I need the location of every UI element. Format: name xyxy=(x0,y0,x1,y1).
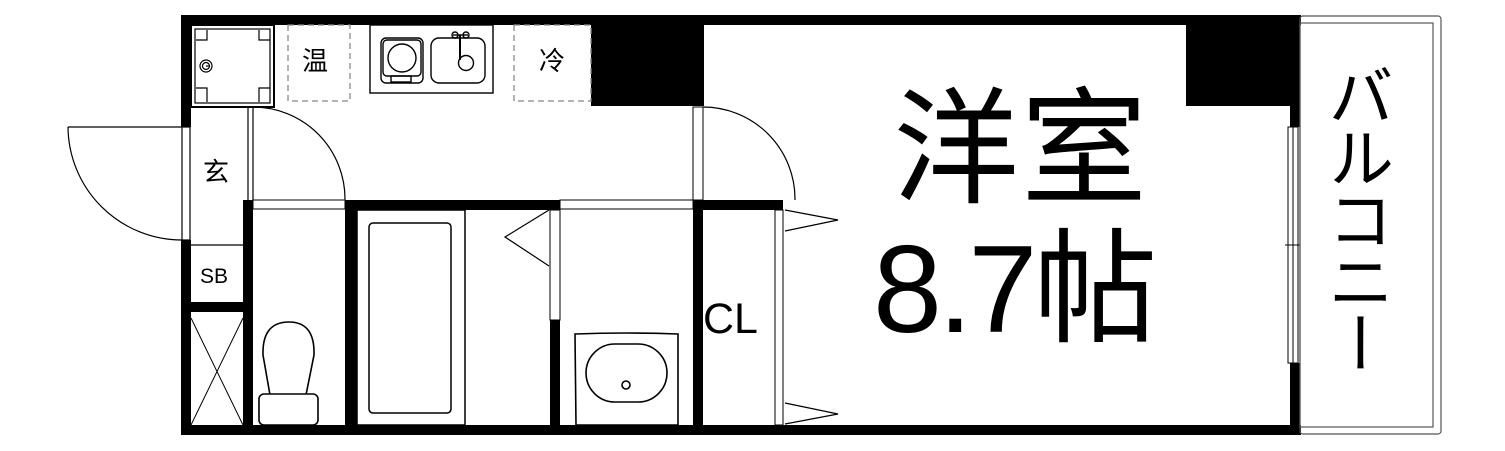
water-heater-space xyxy=(287,24,351,102)
kitchen-counter xyxy=(369,24,494,94)
fridge-label: 冷 xyxy=(539,47,566,77)
corridor-door-swing xyxy=(252,106,346,201)
bathtub xyxy=(356,209,466,426)
shoe-box-label: SB xyxy=(200,265,229,288)
water-heater-label: 温 xyxy=(302,47,329,77)
closet-label: CL xyxy=(703,295,758,343)
balcony-outline xyxy=(1299,15,1442,435)
toilet-fixture xyxy=(258,321,319,426)
fridge-space xyxy=(513,24,592,102)
wash-basin xyxy=(574,332,679,426)
bath-folding-door xyxy=(503,209,550,267)
water-heater-unit xyxy=(190,24,275,108)
western-room-name: 洋室 xyxy=(893,76,1149,223)
balcony-label: バルコニー xyxy=(1317,62,1394,372)
front-door xyxy=(67,126,191,241)
storage-cross xyxy=(190,317,244,426)
closet-folding-doors xyxy=(784,209,839,425)
balcony-window xyxy=(1285,126,1300,364)
entrance-label: 玄 xyxy=(203,158,230,188)
western-room-size: 8.7帖 xyxy=(873,221,1157,359)
column-room xyxy=(1186,15,1300,106)
interior-walls xyxy=(191,200,783,435)
column-kitchen xyxy=(591,15,704,106)
room-door-swing xyxy=(702,106,796,201)
